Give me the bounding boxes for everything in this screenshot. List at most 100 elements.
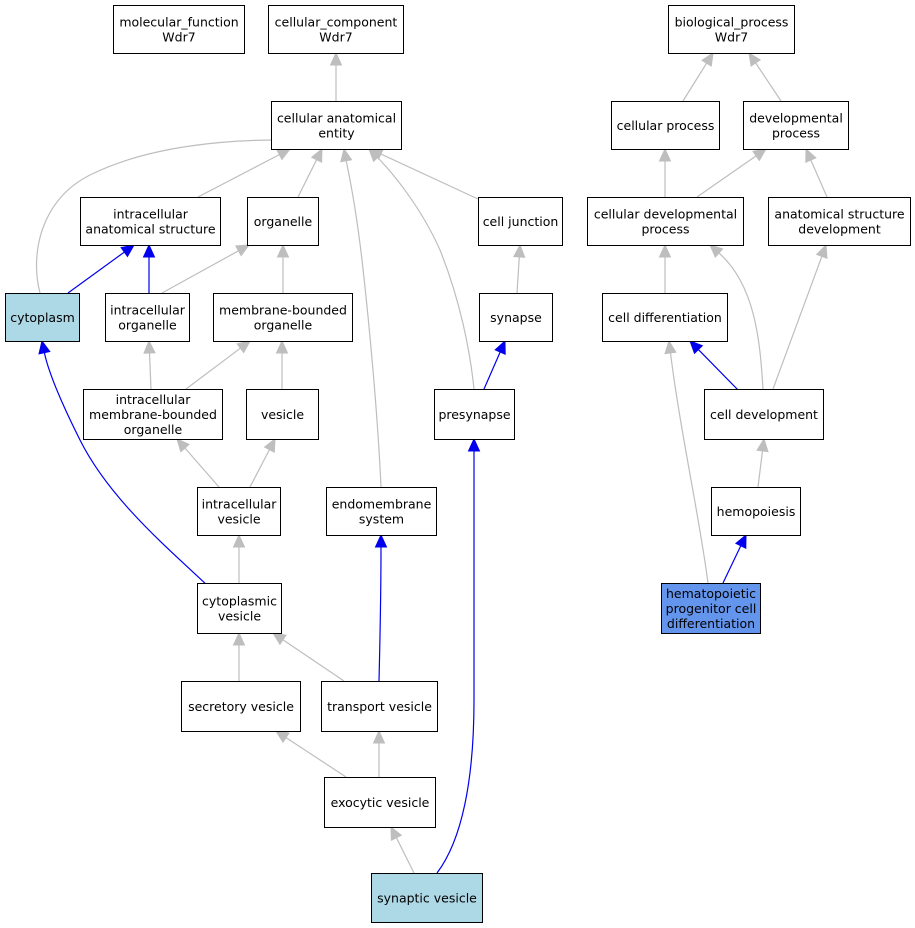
node-organelle[interactable]: organelle	[247, 197, 319, 246]
node-box	[83, 389, 223, 440]
node-label: development	[798, 222, 881, 237]
node-label: process	[641, 222, 689, 237]
node-label: cytoplasm	[10, 310, 75, 325]
node-box	[197, 487, 281, 536]
node-exocytic-vesicle[interactable]: exocytic vesicle	[324, 777, 436, 828]
node-label: cellular anatomical	[277, 111, 396, 126]
edge-hematopoietic_progenitor_cell_differentiation-to-hemopoiesis	[722, 533, 747, 584]
edge-intracellular_vesicle-to-intracellular_membrane_bounded_organelle	[176, 438, 220, 488]
node-box	[80, 197, 221, 246]
arrowhead-icon	[236, 340, 251, 354]
edge-line	[436, 451, 475, 874]
node-label: membrane-bounded	[219, 303, 347, 318]
node-label: progenitor cell	[666, 601, 757, 616]
node-secretory-vesicle[interactable]: secretory vesicle	[181, 681, 301, 732]
edge-cell_development-to-cell_differentiation	[689, 340, 741, 393]
edge-layer	[35, 51, 828, 874]
node-synapse[interactable]: synapse	[479, 293, 553, 342]
node-box	[434, 389, 515, 440]
node-synaptic-vesicle[interactable]: synaptic vesicle	[371, 873, 483, 923]
edge-intracellular_organelle-to-organelle	[161, 244, 251, 294]
node-label: vesicle	[261, 407, 304, 422]
node-label: cell differentiation	[608, 310, 722, 325]
edge-secretory_vesicle-to-cytoplasmic_vesicle	[232, 631, 246, 681]
node-label: transport vesicle	[327, 699, 432, 714]
node-box	[5, 293, 80, 342]
node-vesicle[interactable]: vesicle	[246, 389, 319, 440]
edge-line	[67, 251, 125, 294]
edge-line	[483, 351, 501, 390]
arrowhead-icon	[815, 243, 828, 259]
node-label: cell development	[710, 407, 818, 422]
node-label: synapse	[490, 310, 542, 325]
edge-presynapse-to-cellular_anatomical_entity	[368, 148, 475, 390]
node-presynapse[interactable]: presynapse	[434, 389, 515, 440]
node-label: organelle	[254, 214, 313, 229]
arrowhead-icon	[372, 729, 386, 744]
arrowhead-icon	[329, 51, 343, 66]
arrowhead-icon	[756, 437, 769, 453]
edge-line	[185, 347, 241, 390]
node-box	[768, 197, 911, 246]
node-cell-junction[interactable]: cell junction	[478, 197, 563, 246]
edge-line	[377, 157, 475, 390]
edge-synaptic_vesicle-to-presynapse	[436, 437, 481, 874]
node-box	[371, 873, 483, 923]
node-label: intracellular	[113, 207, 189, 222]
arrowhead-icon	[701, 51, 714, 67]
edge-line	[380, 153, 479, 200]
edge-intracellular_organelle-to-intracellular_anatomical_structure	[142, 243, 156, 293]
edge-line	[35, 139, 279, 294]
edge-line	[722, 545, 742, 584]
edge-organelle-to-cellular_anatomical_entity	[297, 147, 323, 198]
node-label: organelle	[124, 422, 183, 437]
node-box	[661, 583, 761, 634]
node-cell-differentiation[interactable]: cell differentiation	[602, 293, 728, 342]
edge-line	[297, 159, 318, 198]
arrowhead-icon	[658, 243, 672, 258]
node-transport-vesicle[interactable]: transport vesicle	[321, 681, 438, 732]
edge-line	[757, 450, 764, 488]
node-label: Wdr7	[162, 30, 195, 45]
edge-line	[282, 639, 345, 682]
node-box	[271, 101, 402, 150]
edge-cellular_developmental_process-to-developmental_process	[696, 148, 767, 198]
arrowhead-icon	[494, 339, 506, 355]
node-cytoplasm[interactable]: cytoplasm	[5, 293, 80, 342]
edge-cytoplasmic_vesicle-to-cytoplasm	[38, 339, 209, 587]
edge-transport_vesicle-to-cytoplasmic_vesicle	[272, 632, 345, 682]
node-label: vesicle	[218, 609, 261, 624]
node-label: vesicle	[217, 512, 260, 527]
node-box	[213, 293, 353, 342]
node-label: synaptic vesicle	[377, 891, 477, 906]
edge-line	[810, 159, 828, 198]
node-cellular-process[interactable]: cellular process	[611, 101, 720, 150]
arrowhead-icon	[38, 339, 51, 355]
edge-line	[285, 737, 347, 778]
node-box	[105, 293, 190, 342]
node-label: cell junction	[483, 214, 559, 229]
node-cell-development[interactable]: cell development	[704, 389, 824, 440]
edge-line	[378, 546, 382, 682]
node-hemopoiesis[interactable]: hemopoiesis	[711, 487, 801, 536]
node-box	[181, 681, 301, 732]
node-label: membrane-bounded	[89, 407, 217, 422]
edge-intracellular_membrane_bounded_organelle-to-membrane_bounded_organelle	[185, 340, 251, 390]
edge-line	[395, 837, 415, 874]
